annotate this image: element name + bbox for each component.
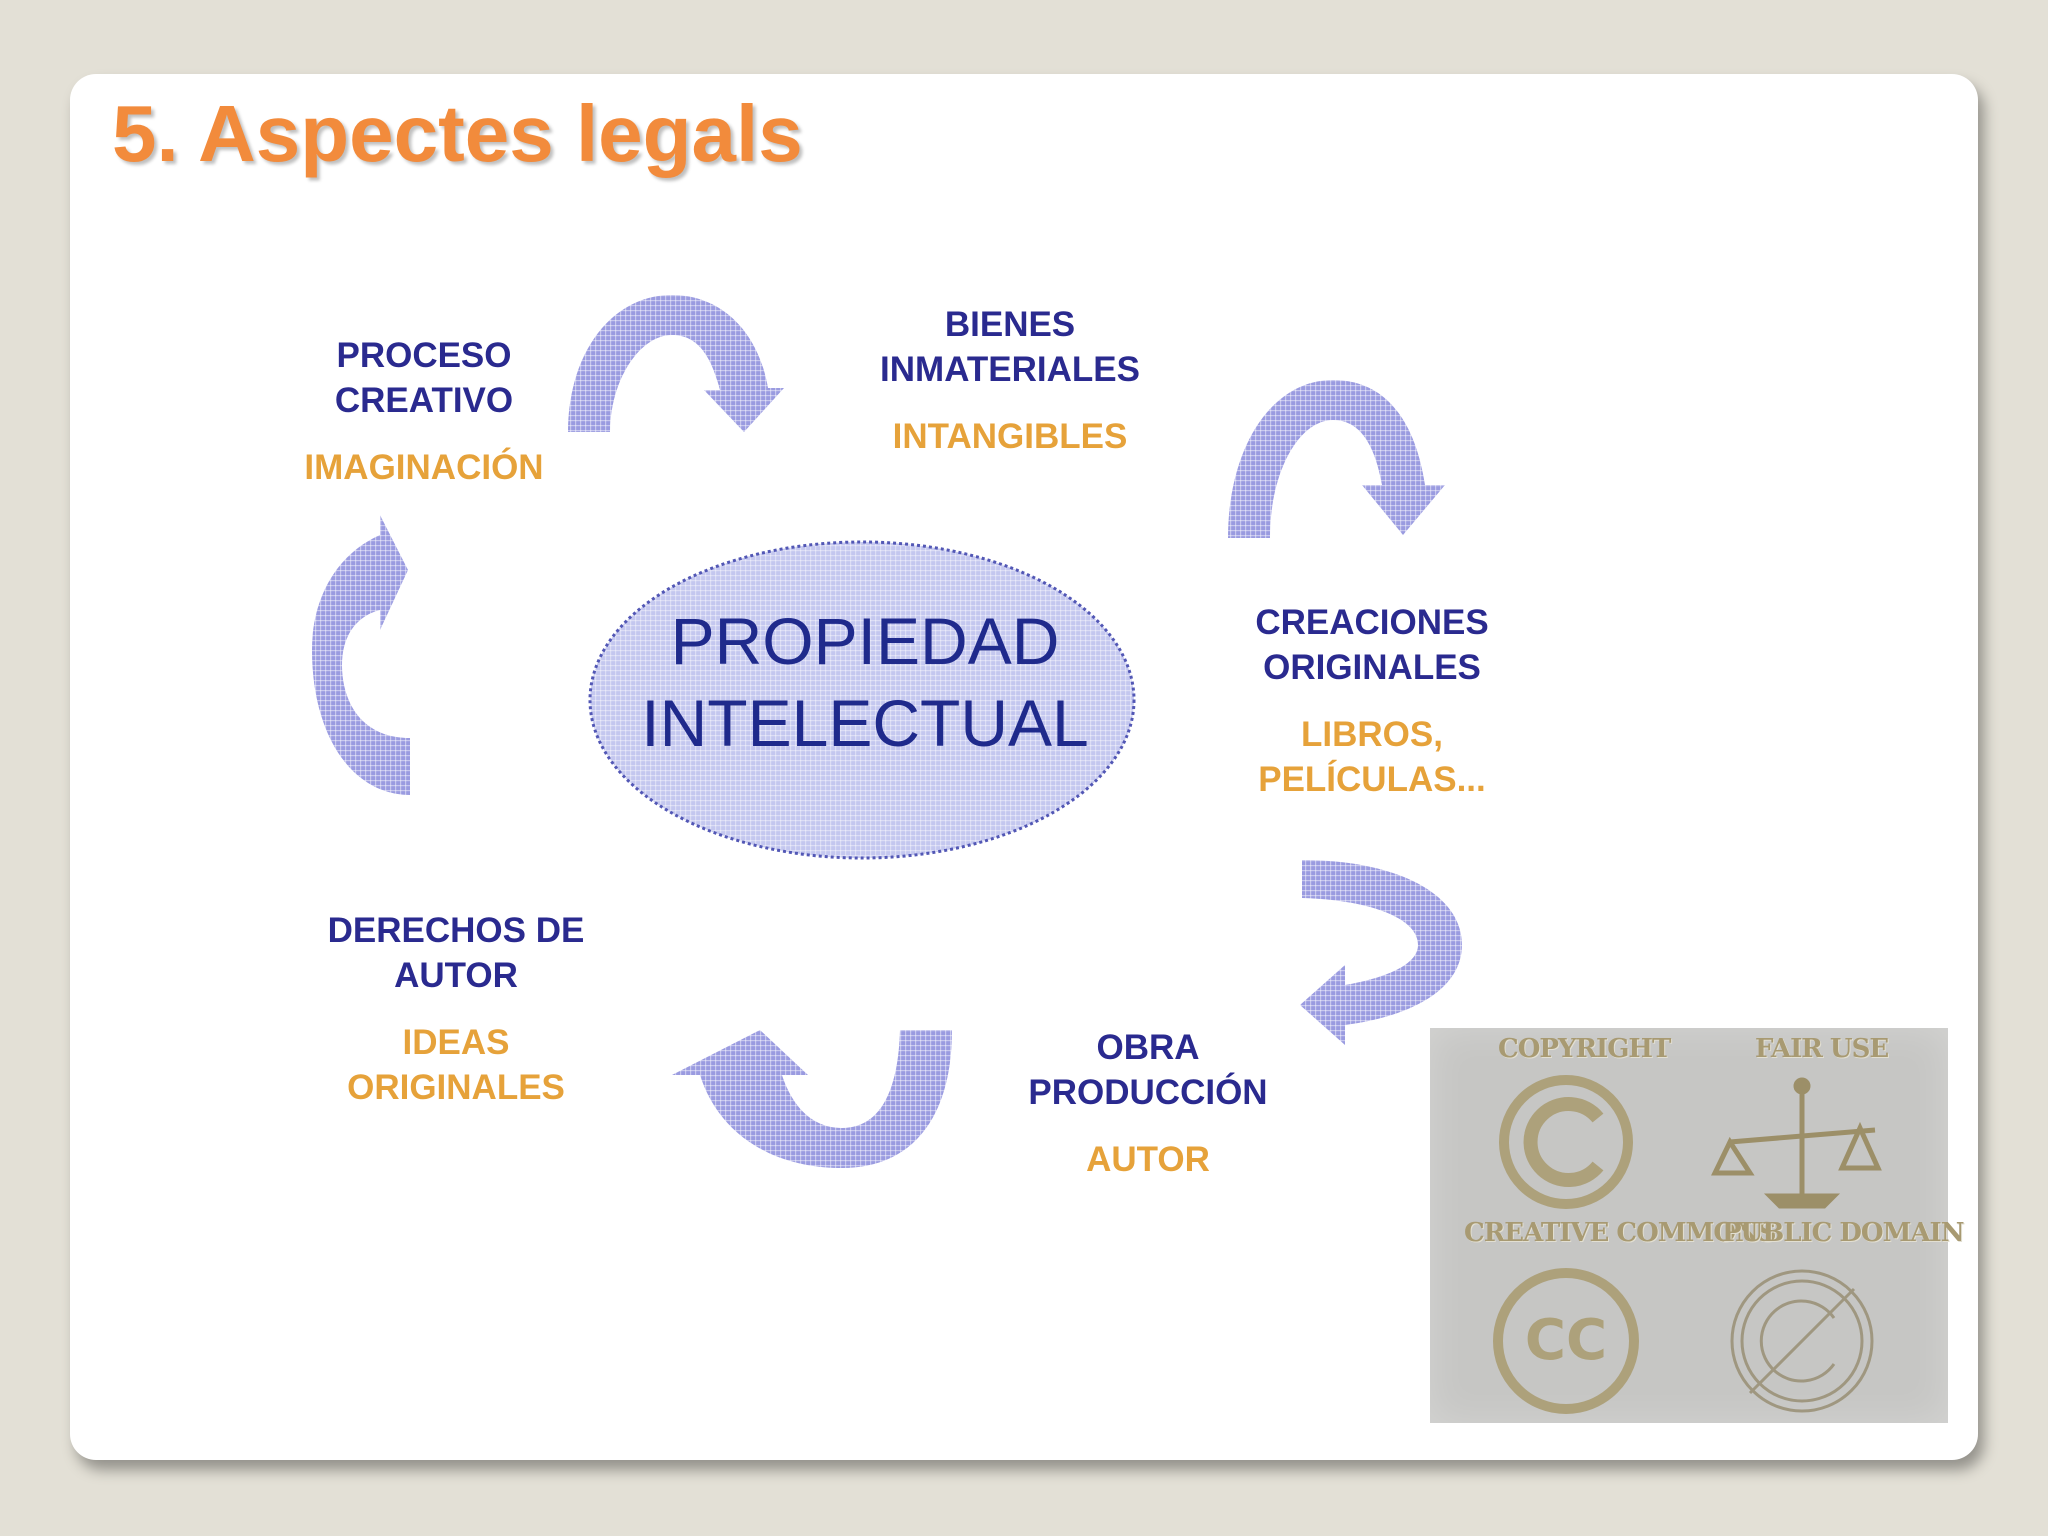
license-symbols-panel: COPYRIGHT FAIR USE CREATIVE COMMONS PUBL… — [1430, 1028, 1964, 1423]
slide-title: 5. Aspectes legals — [112, 89, 803, 178]
arrow-icon — [1300, 860, 1462, 1045]
node-title: CREATIVO — [334, 381, 514, 420]
node-title: INMATERIALES — [880, 350, 1140, 389]
node-title: DERECHOS DE — [327, 911, 585, 950]
node-title: PROCESO — [336, 336, 512, 375]
node-subtitle: IDEAS — [402, 1023, 510, 1062]
node-creaciones-originales: CREACIONES ORIGINALES LIBROS, PELÍCULAS.… — [1212, 600, 1532, 802]
creative-commons-label: CREATIVE COMMONS — [1464, 1218, 1777, 1248]
node-title: ORIGINALES — [1263, 648, 1481, 687]
node-subtitle: IMAGINACIÓN — [304, 448, 544, 487]
license-icons — [1493, 1075, 1882, 1414]
center-ellipse — [588, 540, 1136, 860]
center-label: PROPIEDAD INTELECTUAL — [590, 600, 1140, 764]
node-subtitle: PELÍCULAS... — [1258, 760, 1486, 799]
arrow-icon — [568, 295, 784, 432]
scales-icon — [1711, 1077, 1882, 1209]
center-label-line1: PROPIEDAD — [670, 604, 1060, 678]
fair-use-label: FAIR USE — [1755, 1034, 1889, 1064]
arrow-icon — [312, 515, 410, 795]
node-obra-produccion: OBRA PRODUCCIÓN AUTOR — [988, 1025, 1308, 1182]
node-subtitle: AUTOR — [1086, 1140, 1210, 1179]
node-subtitle: INTANGIBLES — [892, 417, 1128, 456]
arrow-icon — [672, 1030, 952, 1168]
node-subtitle: ORIGINALES — [347, 1068, 565, 1107]
center-label-line2: INTELECTUAL — [641, 686, 1089, 760]
creative-commons-icon — [1493, 1268, 1639, 1414]
node-title: BIENES — [944, 305, 1076, 344]
node-derechos-de-autor: DERECHOS DE AUTOR IDEAS ORIGINALES — [296, 908, 616, 1110]
node-bienes-inmateriales: BIENES INMATERIALES INTANGIBLES — [850, 302, 1170, 459]
copyright-icon — [1499, 1075, 1633, 1209]
node-proceso-creativo: PROCESO CREATIVO IMAGINACIÓN — [264, 333, 584, 490]
cc-symbol-text: CC — [1524, 1308, 1608, 1373]
public-domain-icon — [1730, 1269, 1874, 1413]
node-title: OBRA — [1096, 1028, 1200, 1067]
node-title: CREACIONES — [1255, 603, 1489, 642]
copyright-label: COPYRIGHT — [1498, 1034, 1671, 1064]
arrow-icon — [1228, 380, 1445, 538]
node-title: PRODUCCIÓN — [1028, 1073, 1268, 1112]
node-subtitle: LIBROS, — [1301, 715, 1443, 754]
node-title: AUTOR — [394, 956, 518, 995]
public-domain-label: PUBLIC DOMAIN — [1722, 1218, 1964, 1248]
